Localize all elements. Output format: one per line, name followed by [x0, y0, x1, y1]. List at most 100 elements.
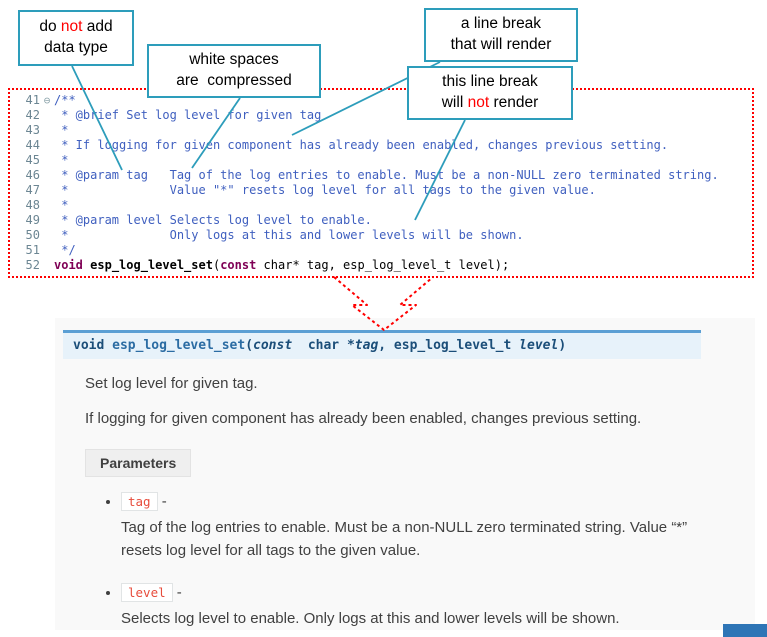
text-segment: (	[245, 338, 254, 353]
fold-gutter	[40, 228, 54, 243]
detail-text: If logging for given component has alrea…	[85, 410, 642, 427]
line-number: 52	[25, 258, 40, 272]
text-segment: , esp_log_level_t	[378, 338, 520, 353]
fold-gutter	[40, 123, 54, 138]
callout-text: that will render	[451, 35, 552, 56]
param-name-chip: level	[121, 583, 173, 602]
callout-linebreak-renders: a line break that will render	[424, 8, 578, 62]
code-text: * If logging for given component has alr…	[54, 138, 668, 153]
text-segment: add	[82, 18, 113, 36]
text-segment: (	[212, 258, 221, 272]
code-line[interactable]: 43 *	[10, 123, 752, 138]
fold-gutter	[40, 258, 54, 273]
param-head: level -	[121, 583, 735, 602]
line-number: 43	[25, 123, 40, 137]
text-segment: esp_log_level_set	[90, 258, 213, 272]
text-segment: data type	[44, 39, 108, 56]
fold-gutter	[40, 168, 54, 183]
text-segment: render	[489, 94, 539, 111]
text-segment: */	[54, 243, 76, 257]
callout-text: data type	[44, 38, 108, 59]
code-line[interactable]: 47 * Value "*" resets log level for all …	[10, 183, 752, 198]
text-segment: *	[54, 123, 69, 137]
rendered-docs-panel: void esp_log_level_set(const char *tag, …	[55, 318, 755, 630]
fold-gutter	[40, 198, 54, 213]
text-segment: char *	[292, 338, 355, 353]
text-segment: * Value "*" resets log level for all tag…	[54, 183, 596, 197]
param-separator: -	[157, 493, 167, 510]
code-line[interactable]: 52 void esp_log_level_set(const char* tag…	[10, 258, 752, 273]
code-line[interactable]: 44 * If logging for given component has …	[10, 138, 752, 153]
parameter-item: tag - Tag of the log entries to enable. M…	[121, 492, 735, 562]
param-separator: -	[172, 584, 182, 601]
fold-gutter	[40, 243, 54, 258]
code-editor[interactable]: 41⊖/**42 * @brief Set log level for give…	[8, 88, 754, 278]
code-line[interactable]: 49 * @param level Selects log level to e…	[10, 213, 752, 228]
line-number: 49	[25, 213, 40, 227]
line-number: 47	[25, 183, 40, 197]
fold-gutter	[40, 183, 54, 198]
text-segment: * @param tag Tag of the log entries to e…	[54, 168, 719, 182]
code-line[interactable]: 51 */	[10, 243, 752, 258]
callout-text: do not add	[39, 17, 112, 38]
text-segment: a line break	[460, 15, 542, 33]
code-line[interactable]: 50 * Only logs at this and lower levels …	[10, 228, 752, 243]
text-segment: this line break	[442, 73, 538, 91]
code-lines: 41⊖/**42 * @brief Set log level for give…	[10, 93, 752, 273]
code-text: * @brief Set log level for given tag	[54, 108, 321, 123]
text-segment: do	[39, 18, 61, 36]
code-text: * @param level Selects log level to enab…	[54, 213, 372, 228]
param-name-chip: tag	[121, 492, 158, 511]
text-segment: void	[73, 338, 105, 353]
fold-gutter	[40, 138, 54, 153]
callout-text: are compressed	[176, 71, 291, 92]
text-segment: char* tag, esp_log_level_t level);	[256, 258, 510, 272]
text-segment: that will render	[450, 36, 552, 53]
text-segment: not	[467, 94, 490, 111]
line-number: 41	[25, 93, 40, 107]
line-number: 45	[25, 153, 40, 167]
code-text: *	[54, 153, 68, 168]
text-segment: level	[519, 338, 559, 353]
line-number: 42	[25, 108, 40, 122]
bottom-right-blue-strip	[723, 624, 767, 637]
fold-gutter	[40, 108, 54, 123]
fold-gutter	[40, 213, 54, 228]
code-line[interactable]: 48 *	[10, 198, 752, 213]
fold-gutter	[40, 153, 54, 168]
parameter-item: level - Selects log level to enable. Only…	[121, 583, 735, 631]
text-segment: tag	[354, 338, 379, 353]
callout-text: white spaces	[189, 50, 279, 71]
line-number: 50	[25, 228, 40, 242]
code-text: * Value "*" resets log level for all tag…	[54, 183, 596, 198]
function-signature: void esp_log_level_set(const char *tag, …	[63, 330, 701, 359]
text-segment: * @brief Set log level for given tag	[54, 108, 322, 122]
brief-text: Set log level for given tag.	[85, 375, 258, 392]
code-line[interactable]: 41⊖/**	[10, 93, 752, 108]
text-segment: *	[54, 153, 69, 167]
text-segment: /**	[54, 93, 76, 107]
text-segment: * @param level Selects log level to enab…	[54, 213, 372, 227]
text-segment: * Only logs at this and lower levels wil…	[54, 228, 524, 242]
code-text: void esp_log_level_set(const char* tag, …	[54, 258, 509, 273]
code-text: /**	[54, 93, 76, 108]
code-line[interactable]: 42 * @brief Set log level for given tag	[10, 108, 752, 123]
code-text: *	[54, 123, 68, 138]
text-segment: esp_log_level_set	[112, 338, 246, 353]
line-number: 51	[25, 243, 40, 257]
code-line[interactable]: 46 * @param tag Tag of the log entries t…	[10, 168, 752, 183]
line-number: 46	[25, 168, 40, 182]
text-segment: not	[60, 18, 83, 36]
code-line[interactable]: 45 *	[10, 153, 752, 168]
text-segment: *	[54, 198, 69, 212]
text-segment	[104, 338, 112, 353]
fold-marker-icon[interactable]: ⊖	[43, 94, 51, 107]
param-description: Tag of the log entries to enable. Must b…	[121, 519, 688, 559]
param-description: Selects log level to enable. Only logs a…	[121, 610, 620, 627]
callout-text: a line break	[461, 14, 541, 35]
text-segment: )	[558, 338, 567, 353]
